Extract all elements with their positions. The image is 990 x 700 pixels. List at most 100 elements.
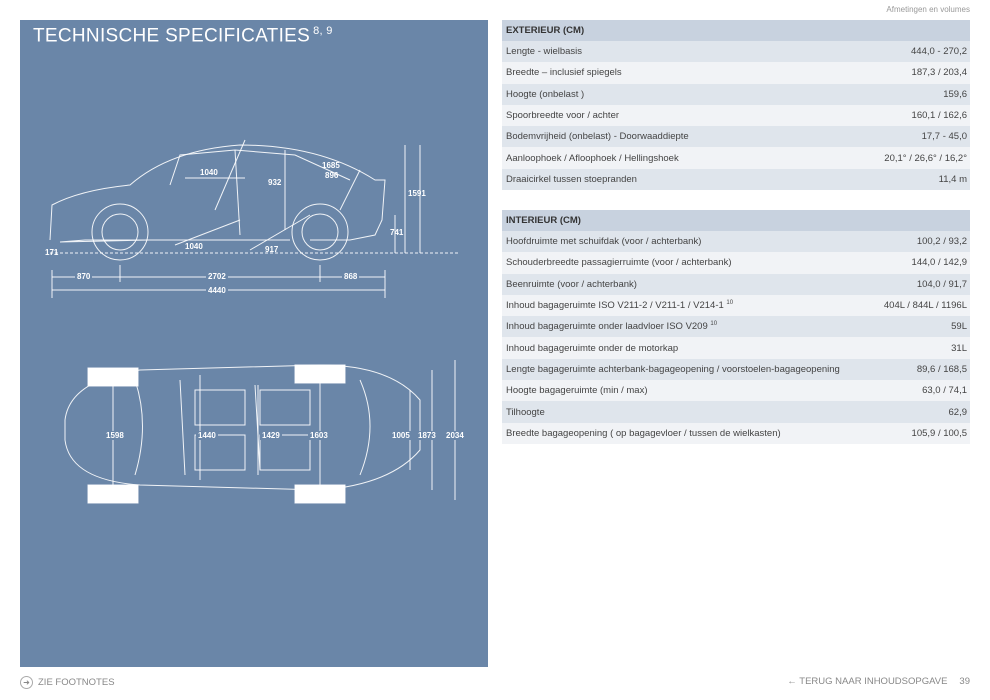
spec-label-text: Beenruimte (voor / achterbank) [506,278,637,290]
spec-label: Spoorbreedte voor / achter [506,110,619,121]
side-view [49,139,460,298]
back-to-contents-link[interactable]: ← TERUG NAAR INHOUDSOPGAVE [787,676,948,687]
side-view-labels: 1040 932 1685 896 1591 171 1040 917 741 … [20,20,488,667]
spec-row: Hoogte (onbelast ) 159,6 [502,83,970,105]
section-label: Afmetingen en volumes [886,5,970,14]
dim-label: 1429 [260,431,282,440]
spec-label: Inhoud bagageruimte onder de motorkap [506,343,678,354]
dim-label: 1591 [408,189,426,198]
spec-value: 20,1° / 26,6° / 16,2° [884,152,967,164]
spec-label: Aanloophoek / Afloophoek / Hellingshoek [506,153,679,164]
dim-label: 1040 [200,168,218,177]
spec-label-text: Hoofdruimte met schuifdak (voor / achter… [506,236,702,248]
spec-row: Breedte – inclusief spiegels 187,3 / 203,… [502,62,970,84]
spec-row: Bodemvrijheid (onbelast) - Doorwaaddiept… [502,126,970,148]
spec-row: Inhoud bagageruimte ISO V211-2 / V211-1 … [502,294,970,317]
spec-value: 144,0 / 142,9 [911,257,967,269]
spec-label: Beenruimte (voor / achterbank) [506,279,637,290]
exterior-heading: EXTERIEUR (CM) [502,20,970,41]
spec-label: Inhoud bagageruimte ISO V211-2 / V211-1 … [506,300,733,311]
spec-row: Spoorbreedte voor / achter 160,1 / 162,6 [502,104,970,127]
spec-value: 100,2 / 93,2 [916,236,967,248]
spec-label: Draaicirkel tussen stoepranden [506,174,637,185]
dim-label: 741 [390,228,404,237]
spec-label-text: Lengte bagageruimte achterbank-bagageope… [506,363,840,375]
dim-label: 868 [342,272,360,281]
spec-label-text: Bodemvrijheid (onbelast) - Doorwaaddiept… [506,131,689,143]
spec-value: 444,0 - 270,2 [911,46,967,58]
interior-table: INTERIEUR (CM) Hoofdruimte met schuifdak… [502,210,970,444]
spec-row: Hoofdruimte met schuifdak (voor / achter… [502,231,970,253]
spec-label: Breedte – inclusief spiegels [506,67,622,78]
spec-label-text: Hoogte bagageruimte (min / max) [506,385,648,397]
spec-value: 62,9 [948,406,968,418]
spec-label-text: Spoorbreedte voor / achter [506,110,620,122]
spec-label: Lengte bagageruimte achterbank-bagageope… [506,364,840,375]
spec-row: Schouderbreedte passagierruimte (voor / … [502,252,970,274]
dim-label: 1440 [196,431,218,440]
spec-value: 187,3 / 203,4 [911,67,967,79]
spec-label-text: Tilhoogte [506,406,545,418]
spec-label: Lengte - wielbasis [506,46,582,57]
spec-row: Inhoud bagageruimte onder laadvloer ISO … [502,316,970,338]
spec-row: Beenruimte (voor / achterbank) 104,0 / 91… [502,273,970,295]
exterior-table: EXTERIEUR (CM) Lengte - wielbasis 444,0 -… [502,20,970,191]
spec-label: Schouderbreedte passagierruimte (voor / … [506,257,731,268]
spec-label: Tilhoogte [506,407,545,418]
spec-row: Draaicirkel tussen stoepranden 11,4 m [502,168,970,191]
spec-value: 159,6 [943,88,967,100]
footnotes-link[interactable]: ➜ ZIE FOOTNOTES [20,676,115,689]
arrow-right-circle-icon: ➜ [20,676,33,689]
spec-value: 160,1 / 162,6 [911,110,967,122]
spec-value: 11,4 m [938,173,967,185]
spec-label-text: Inhoud bagageruimte ISO V211-2 / V211-1 … [506,300,724,312]
spec-row: Lengte bagageruimte achterbank-bagageope… [502,358,970,381]
spec-label: Breedte bagageopening ( op bagagevloer /… [506,428,781,439]
spec-value: 104,0 / 91,7 [916,278,967,290]
spec-value: 105,9 / 100,5 [911,427,967,439]
spec-label-text: Inhoud bagageruimte onder laadvloer ISO … [506,321,708,333]
dim-label: 4440 [206,286,228,295]
dim-label: 2034 [444,431,466,440]
spec-label-text: Draaicirkel tussen stoepranden [506,173,637,185]
spec-label-text: Breedte – inclusief spiegels [506,67,622,79]
dim-label: 1685 [322,161,340,170]
title-text: TECHNISCHE SPECIFICATIES [33,25,311,47]
spec-value: 404L / 844L / 1196L [883,300,967,312]
interior-heading: INTERIEUR (CM) [502,210,970,231]
spec-row: Lengte - wielbasis 444,0 - 270,2 [502,41,970,63]
spec-label: Hoogte (onbelast ) [506,89,584,100]
dim-label: 1603 [308,431,330,440]
dim-label: 1040 [185,242,203,251]
footnotes-label: ZIE FOOTNOTES [38,677,115,688]
dim-label: 917 [265,245,279,254]
spec-row: Aanloophoek / Afloophoek / Hellingshoek 2… [502,147,970,169]
dim-label: 896 [325,171,339,180]
spec-row: Tilhoogte 62,9 [502,401,970,423]
spec-value: 63,0 / 74,1 [922,385,967,397]
spec-label-text: Schouderbreedte passagierruimte (voor / … [506,257,732,269]
dim-label: 1873 [416,431,438,440]
page-number: 39 [959,676,970,687]
car-dimensions-drawing [49,139,460,504]
spec-label-text: Aanloophoek / Afloophoek / Hellingshoek [506,152,679,164]
spec-label-text: Hoogte (onbelast ) [506,88,585,100]
dim-label: 1005 [390,431,412,440]
spec-label-text: Lengte - wielbasis [506,46,583,58]
spec-label: Inhoud bagageruimte onder laadvloer ISO … [506,321,717,332]
spec-row: Breedte bagageopening ( op bagagevloer /… [502,422,970,444]
top-view [64,360,456,504]
spec-value: 89,6 / 168,5 [916,363,967,375]
footer-right: ← TERUG NAAR INHOUDSOPGAVE 39 [787,676,970,687]
spec-value: 17,7 - 45,0 [921,131,967,143]
spec-label-text: Breedte bagageopening ( op bagagevloer /… [506,427,781,439]
title-footnote-ref: 8, 9 [313,25,333,37]
dim-label: 171 [45,248,59,257]
spec-value: 59L [951,321,967,333]
spec-label: Hoogte bagageruimte (min / max) [506,385,648,396]
spec-label: Bodemvrijheid (onbelast) - Doorwaaddiept… [506,131,689,142]
dim-label: 932 [268,178,282,187]
